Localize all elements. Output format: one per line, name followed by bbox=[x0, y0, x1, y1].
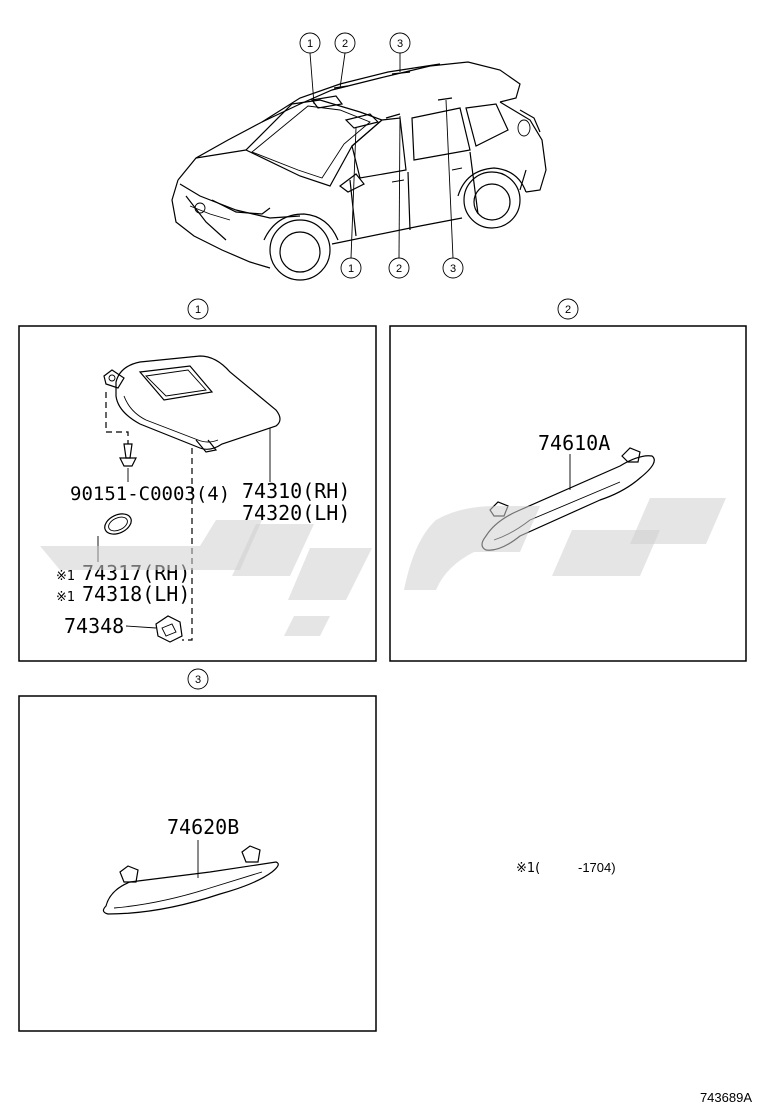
label-grip-a: 74610A bbox=[538, 431, 610, 455]
panel-1-callout: 1 bbox=[195, 304, 201, 316]
label-mirror-rh-mark: ※1 bbox=[56, 569, 75, 584]
callout-1-bottom: 1 bbox=[348, 263, 354, 275]
screw-icon bbox=[119, 443, 137, 467]
panel-3-frame bbox=[18, 695, 377, 1032]
panel-1: 1 901 bbox=[18, 298, 377, 662]
figure-code: 743689A bbox=[700, 1090, 752, 1105]
callout-2-top: 2 bbox=[342, 38, 348, 50]
panel-2-frame bbox=[389, 325, 747, 662]
mirror-cover-icon bbox=[104, 513, 132, 535]
callout-3-bottom: 3 bbox=[450, 263, 456, 275]
footnote-range: -1704) bbox=[578, 860, 616, 875]
panel-2: 2 74610A bbox=[389, 298, 747, 662]
watermark-logo bbox=[40, 498, 726, 636]
callout-3-top: 3 bbox=[397, 38, 403, 50]
panel-3: 3 74620B bbox=[18, 668, 377, 1032]
label-grip-b: 74620B bbox=[167, 815, 239, 839]
assist-grip-icon bbox=[102, 845, 279, 915]
car-overview-icon bbox=[171, 61, 547, 281]
callout-2-bottom: 2 bbox=[396, 263, 402, 275]
label-holder: 74348 bbox=[64, 614, 124, 638]
panel-1-frame bbox=[18, 325, 377, 662]
callout-1-top: 1 bbox=[307, 38, 313, 50]
footnote-mark: ※1( bbox=[516, 861, 540, 876]
label-mirror-lh-mark: ※1 bbox=[56, 590, 75, 605]
panel-3-callout: 3 bbox=[195, 674, 201, 686]
panel-2-callout: 2 bbox=[565, 304, 571, 316]
visor-holder-icon bbox=[155, 615, 183, 643]
overview-callouts-top: 1 2 3 bbox=[299, 32, 411, 54]
label-mirror-lh: 74318(LH) bbox=[82, 582, 190, 606]
overview-leaders bbox=[309, 52, 454, 259]
sun-visor-icon bbox=[103, 355, 281, 453]
overview-callouts-bottom: 1 2 3 bbox=[340, 257, 464, 279]
label-visor-rh: 74310(RH) bbox=[242, 479, 350, 503]
label-screw: 90151-C0003(4) bbox=[70, 483, 230, 505]
